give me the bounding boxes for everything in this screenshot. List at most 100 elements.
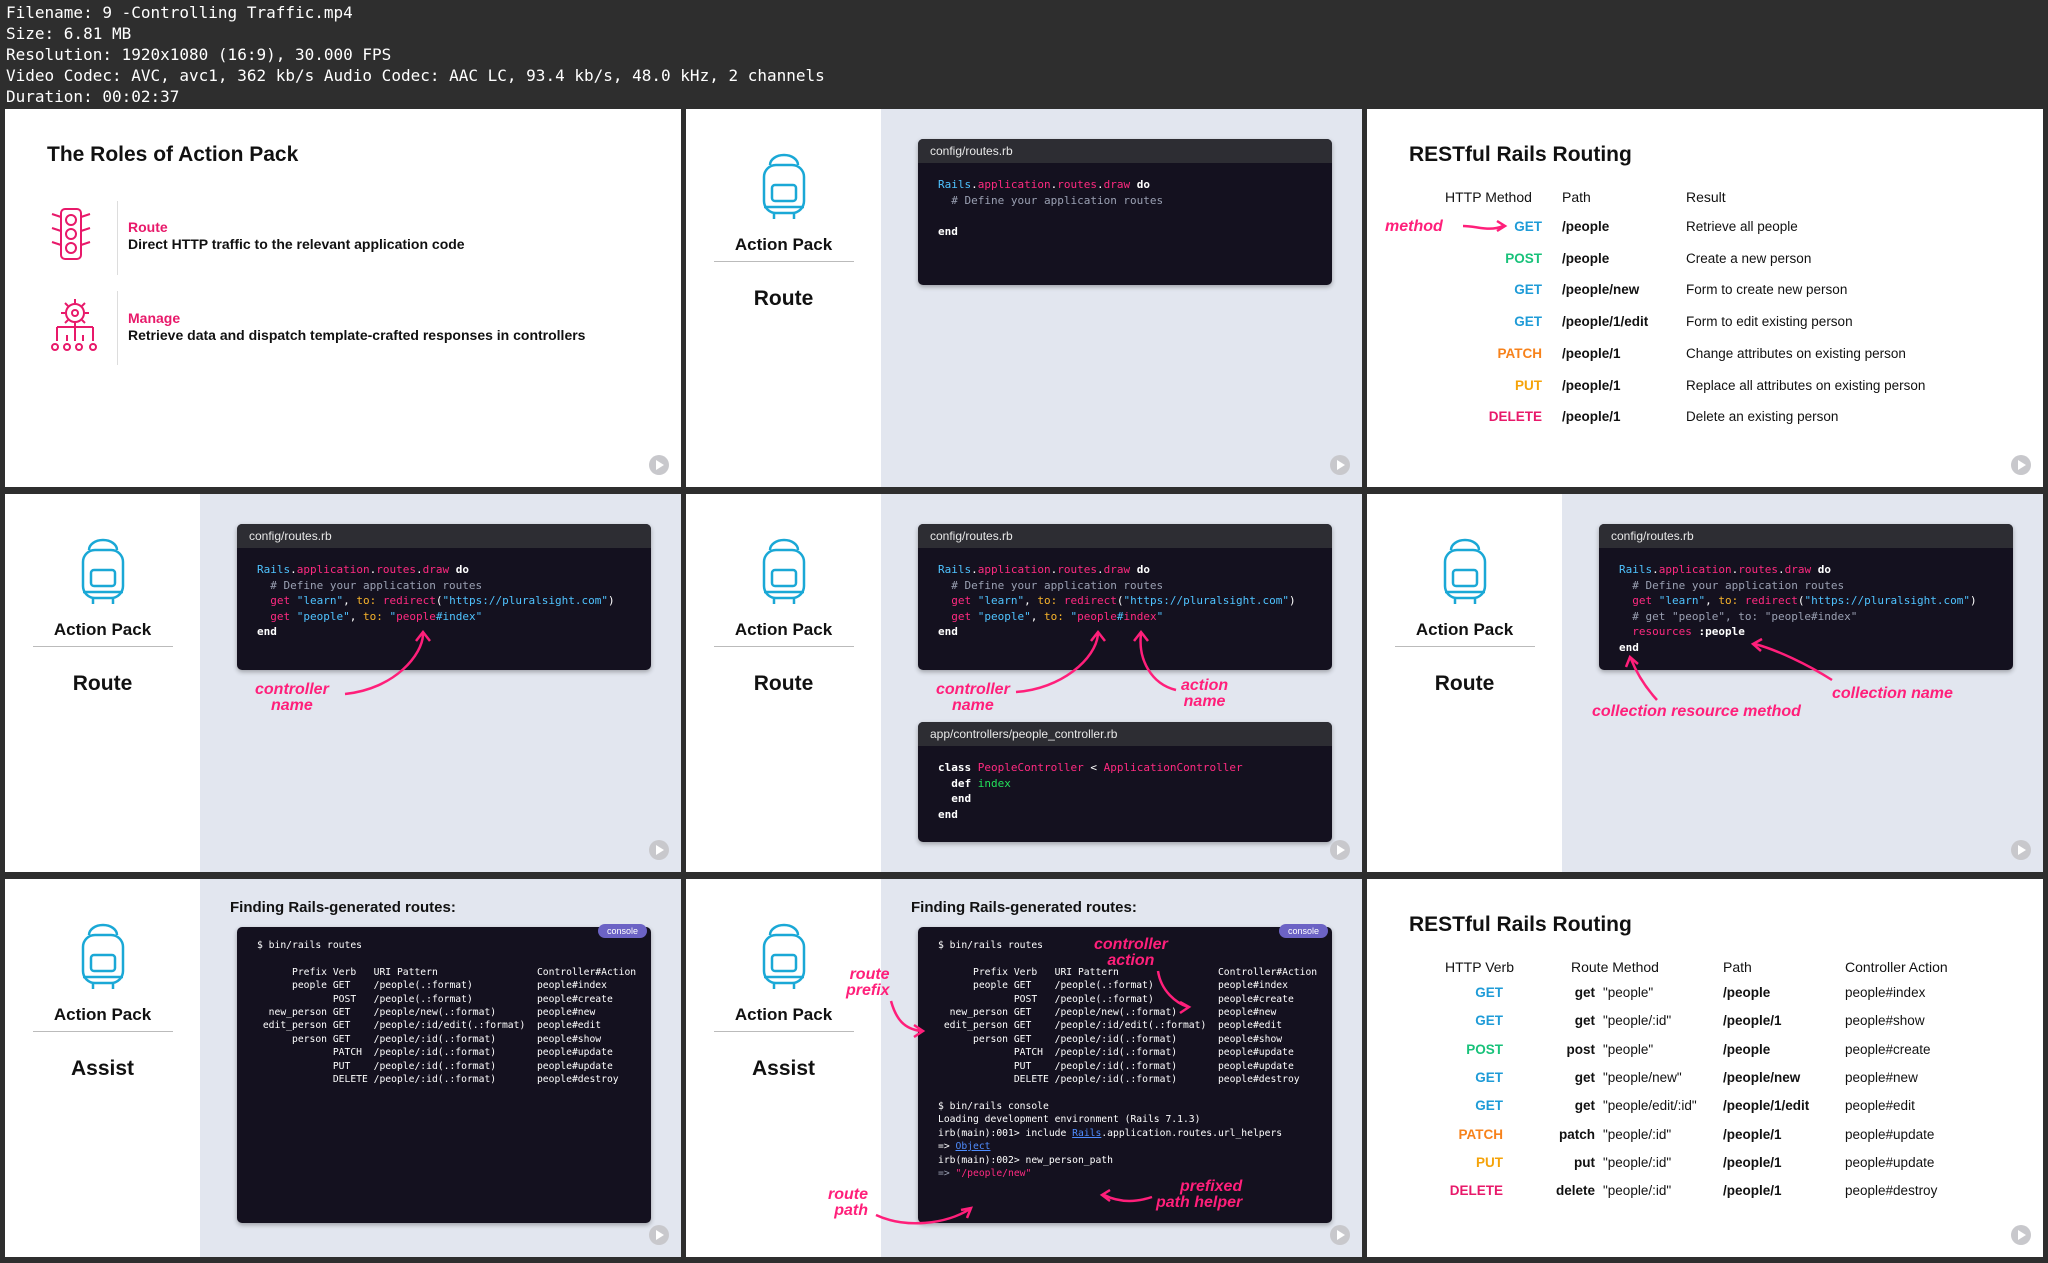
path-cell: /people/1/edit [1723,1098,1810,1114]
thumbnail-6[interactable]: Action Pack Route config/routes.rb Rails… [1367,494,2043,872]
path-cell: /people [1723,985,1771,1000]
thumbnail-5[interactable]: Action Pack Route config/routes.rb Rails… [686,494,1362,872]
http-verb: PATCH [1458,1126,1504,1142]
divider [1395,646,1535,647]
path-cell: /people/1 [1723,1154,1782,1170]
sidebar: Action Pack Route [5,494,200,872]
route-method: get [1574,1069,1595,1085]
topic-label: Route [1434,672,1495,695]
thumbnail-8[interactable]: Action Pack Assist Finding Rails-generat… [686,879,1362,1257]
code-block: class PeopleController < ApplicationCont… [938,761,1243,821]
file-size: Size: 6.81 MB [6,24,132,43]
traffic-light-icon [49,207,93,261]
path-cell: /people/1 [1562,377,1621,393]
result-cell: Create a new person [1686,250,1812,266]
thumbnail-9[interactable]: RESTful Rails Routing HTTP Verb Route Me… [1367,879,2043,1257]
annotation-text: controller name [936,681,1010,714]
backpack-icon [744,919,824,999]
result-cell: Retrieve all people [1686,219,1798,234]
thumbnail-4[interactable]: Action Pack Route config/routes.rb Rails… [5,494,681,872]
topic-label: Assist [751,1057,816,1080]
backpack-icon [744,534,824,614]
console-window: $ bin/rails routes Prefix Verb URI Patte… [918,927,1332,1223]
http-verb: GET [1475,1098,1503,1114]
route-method: delete [1555,1183,1595,1199]
topic-label: Route [753,287,814,310]
annotation-text: action name [1181,677,1229,710]
sidebar: Action Pack Assist [686,879,881,1257]
annotation-text: controller name [255,681,329,714]
play-icon[interactable] [2011,455,2031,475]
console-badge: console [1279,924,1329,938]
route-method: patch [1558,1126,1595,1142]
result-cell: Form to create new person [1686,282,1848,298]
play-icon[interactable] [1330,455,1350,475]
play-icon[interactable] [1330,840,1350,860]
collection-name-annotation: collection name [1832,685,1953,702]
col-controller-action: Controller Action [1845,959,1948,975]
path-cell: /people/new [1562,282,1640,298]
controller-action: people#update [1845,1126,1935,1142]
controller-code-window: app/controllers/people_controller.rb cla… [918,722,1332,842]
col-route-method: Route Method [1571,959,1659,975]
divider [33,646,173,647]
path-cell: /people/1 [1723,1013,1782,1029]
backpack-icon [1425,534,1505,614]
http-verb: POST [1466,1041,1503,1057]
gear-network-icon [49,295,101,359]
http-verb: GET [1514,314,1542,330]
code-block: Rails.application.routes.draw do # Defin… [938,563,1296,638]
route-argument: "people/:id" [1603,1126,1672,1142]
thumbnail-3[interactable]: RESTful Rails Routing HTTP Method Path R… [1367,109,2043,487]
result-cell: Delete an existing person [1686,409,1839,425]
divider [714,261,854,262]
controller-action: people#new [1845,1069,1918,1085]
divider [117,291,118,365]
console-badge: console [598,924,648,938]
divider [33,1031,173,1032]
route-method: post [1566,1041,1596,1057]
controller-name-annotation: controller name [255,682,329,714]
route-prefix-annotation: route prefix [846,967,890,999]
topic-label: Assist [70,1057,135,1080]
play-icon[interactable] [2011,1225,2031,1245]
action-pack-label: Action Pack [734,1005,833,1024]
route-method: get [1574,1098,1595,1114]
code-window: config/routes.rb Rails.application.route… [918,139,1332,285]
divider [714,1031,854,1032]
http-verb: GET [1475,1013,1503,1029]
file-duration: Duration: 00:02:37 [6,87,180,106]
routing-table: HTTP Verb Route Method Path Controller A… [1367,959,2043,1239]
path-cell: /people [1723,1041,1771,1057]
play-icon[interactable] [2011,840,2031,860]
col-path: Path [1562,189,1591,205]
annotation-text: route prefix [846,966,890,999]
route-argument: "people/:id" [1603,1013,1672,1029]
route-argument: "people" [1603,985,1654,1000]
http-verb: DELETE [1488,409,1542,425]
slide-title: The Roles of Action Pack [47,143,299,166]
play-icon[interactable] [649,455,669,475]
path-cell: /people/1 [1723,1126,1782,1142]
thumbnail-7[interactable]: Action Pack Assist Finding Rails-generat… [5,879,681,1257]
code-filename: config/routes.rb [918,139,1332,163]
thumbnail-1[interactable]: The Roles of Action Pack Route Direct HT… [5,109,681,487]
play-icon[interactable] [1330,1225,1350,1245]
method-annotation: method [1385,218,1443,235]
route-method: get [1574,1013,1595,1029]
result-cell: Change attributes on existing person [1686,345,1906,361]
play-icon[interactable] [649,840,669,860]
controller-action: people#show [1845,1013,1925,1029]
col-http-verb: HTTP Verb [1445,959,1514,975]
thumbnail-2[interactable]: Action Pack Route config/routes.rb Rails… [686,109,1362,487]
console-output: $ bin/rails routes Prefix Verb URI Patte… [938,940,1318,1179]
http-verb: GET [1514,282,1542,298]
code-window: config/routes.rb Rails.application.route… [1599,524,2013,670]
result-cell: Form to edit existing person [1686,314,1853,330]
console-window: $ bin/rails routes Prefix Verb URI Patte… [237,927,651,1223]
play-icon[interactable] [649,1225,669,1245]
code-window: config/routes.rb Rails.application.route… [237,524,651,670]
code-block: Rails.application.routes.draw do # Defin… [257,563,615,638]
